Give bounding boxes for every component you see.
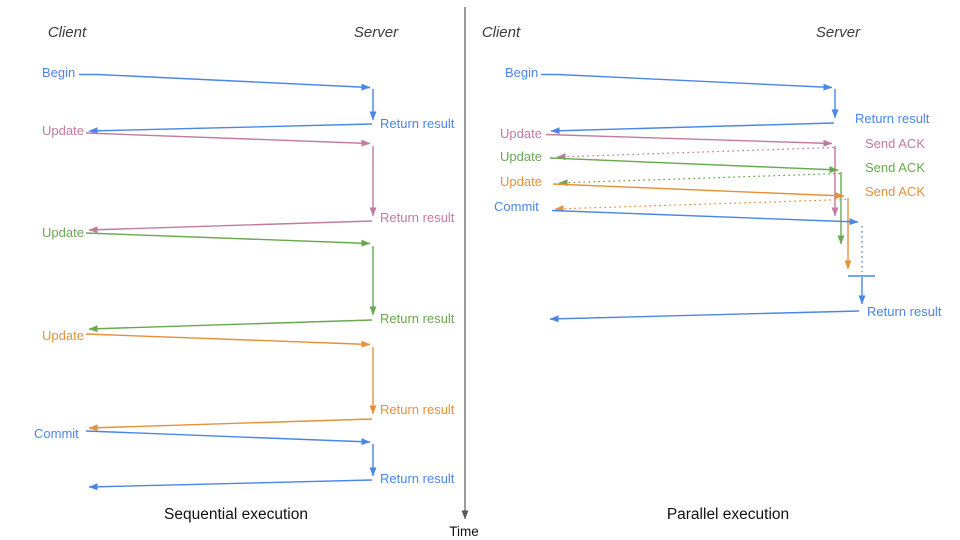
request-arrow: [79, 73, 371, 91]
request-arrow: [85, 132, 371, 147]
response-label: Return result: [867, 304, 942, 319]
parallel-panel: Client Server Begin Return result Update…: [482, 24, 942, 523]
request-arrow: [549, 157, 839, 174]
request-arrow: [85, 430, 371, 446]
response-arrow: [88, 418, 373, 432]
message-label: Begin: [505, 65, 538, 80]
response-arrow: [88, 123, 373, 135]
request-arrow: [551, 209, 859, 226]
response-label: Return result: [380, 471, 455, 486]
message-label: Update: [500, 149, 542, 164]
response-label: Return result: [380, 116, 455, 131]
client-column-label: Client: [482, 24, 521, 41]
server-column-label: Server: [354, 24, 399, 41]
request-arrow: [552, 183, 845, 200]
response-arrow: [88, 220, 373, 234]
message-label: Update: [42, 225, 84, 240]
response-label: Send ACK: [865, 160, 925, 175]
response-label: Send ACK: [865, 184, 925, 199]
sequential-panel: Client Server Begin Return result Update…: [34, 24, 455, 523]
response-arrow: [550, 122, 835, 135]
response-label: Return result: [380, 210, 455, 225]
time-axis-label: Time: [449, 524, 479, 539]
response-label: Return result: [380, 311, 455, 326]
response-label: Send ACK: [865, 136, 925, 151]
message-label: Update: [42, 328, 84, 343]
panel-title: Parallel execution: [667, 506, 789, 523]
message-label: Begin: [42, 65, 75, 80]
request-arrow: [85, 333, 371, 348]
ack-arrow: [554, 198, 847, 213]
response-arrow: [88, 319, 373, 333]
message-label: Update: [500, 174, 542, 189]
request-arrow: [545, 133, 833, 147]
message-label: Update: [42, 123, 84, 138]
response-label: Return result: [855, 111, 930, 126]
response-label: Return result: [380, 402, 455, 417]
response-arrow: [88, 479, 373, 491]
panel-title: Sequential execution: [164, 506, 308, 523]
message-label: Update: [500, 126, 542, 141]
client-column-label: Client: [48, 24, 87, 41]
request-arrow: [541, 73, 833, 91]
request-arrow: [85, 232, 371, 247]
ack-arrow: [556, 146, 835, 161]
server-column-label: Server: [816, 24, 861, 41]
time-axis: Time: [449, 7, 479, 539]
ack-arrow: [558, 172, 841, 187]
message-label: Commit: [494, 199, 539, 214]
message-label: Commit: [34, 426, 79, 441]
response-arrow: [549, 310, 860, 323]
